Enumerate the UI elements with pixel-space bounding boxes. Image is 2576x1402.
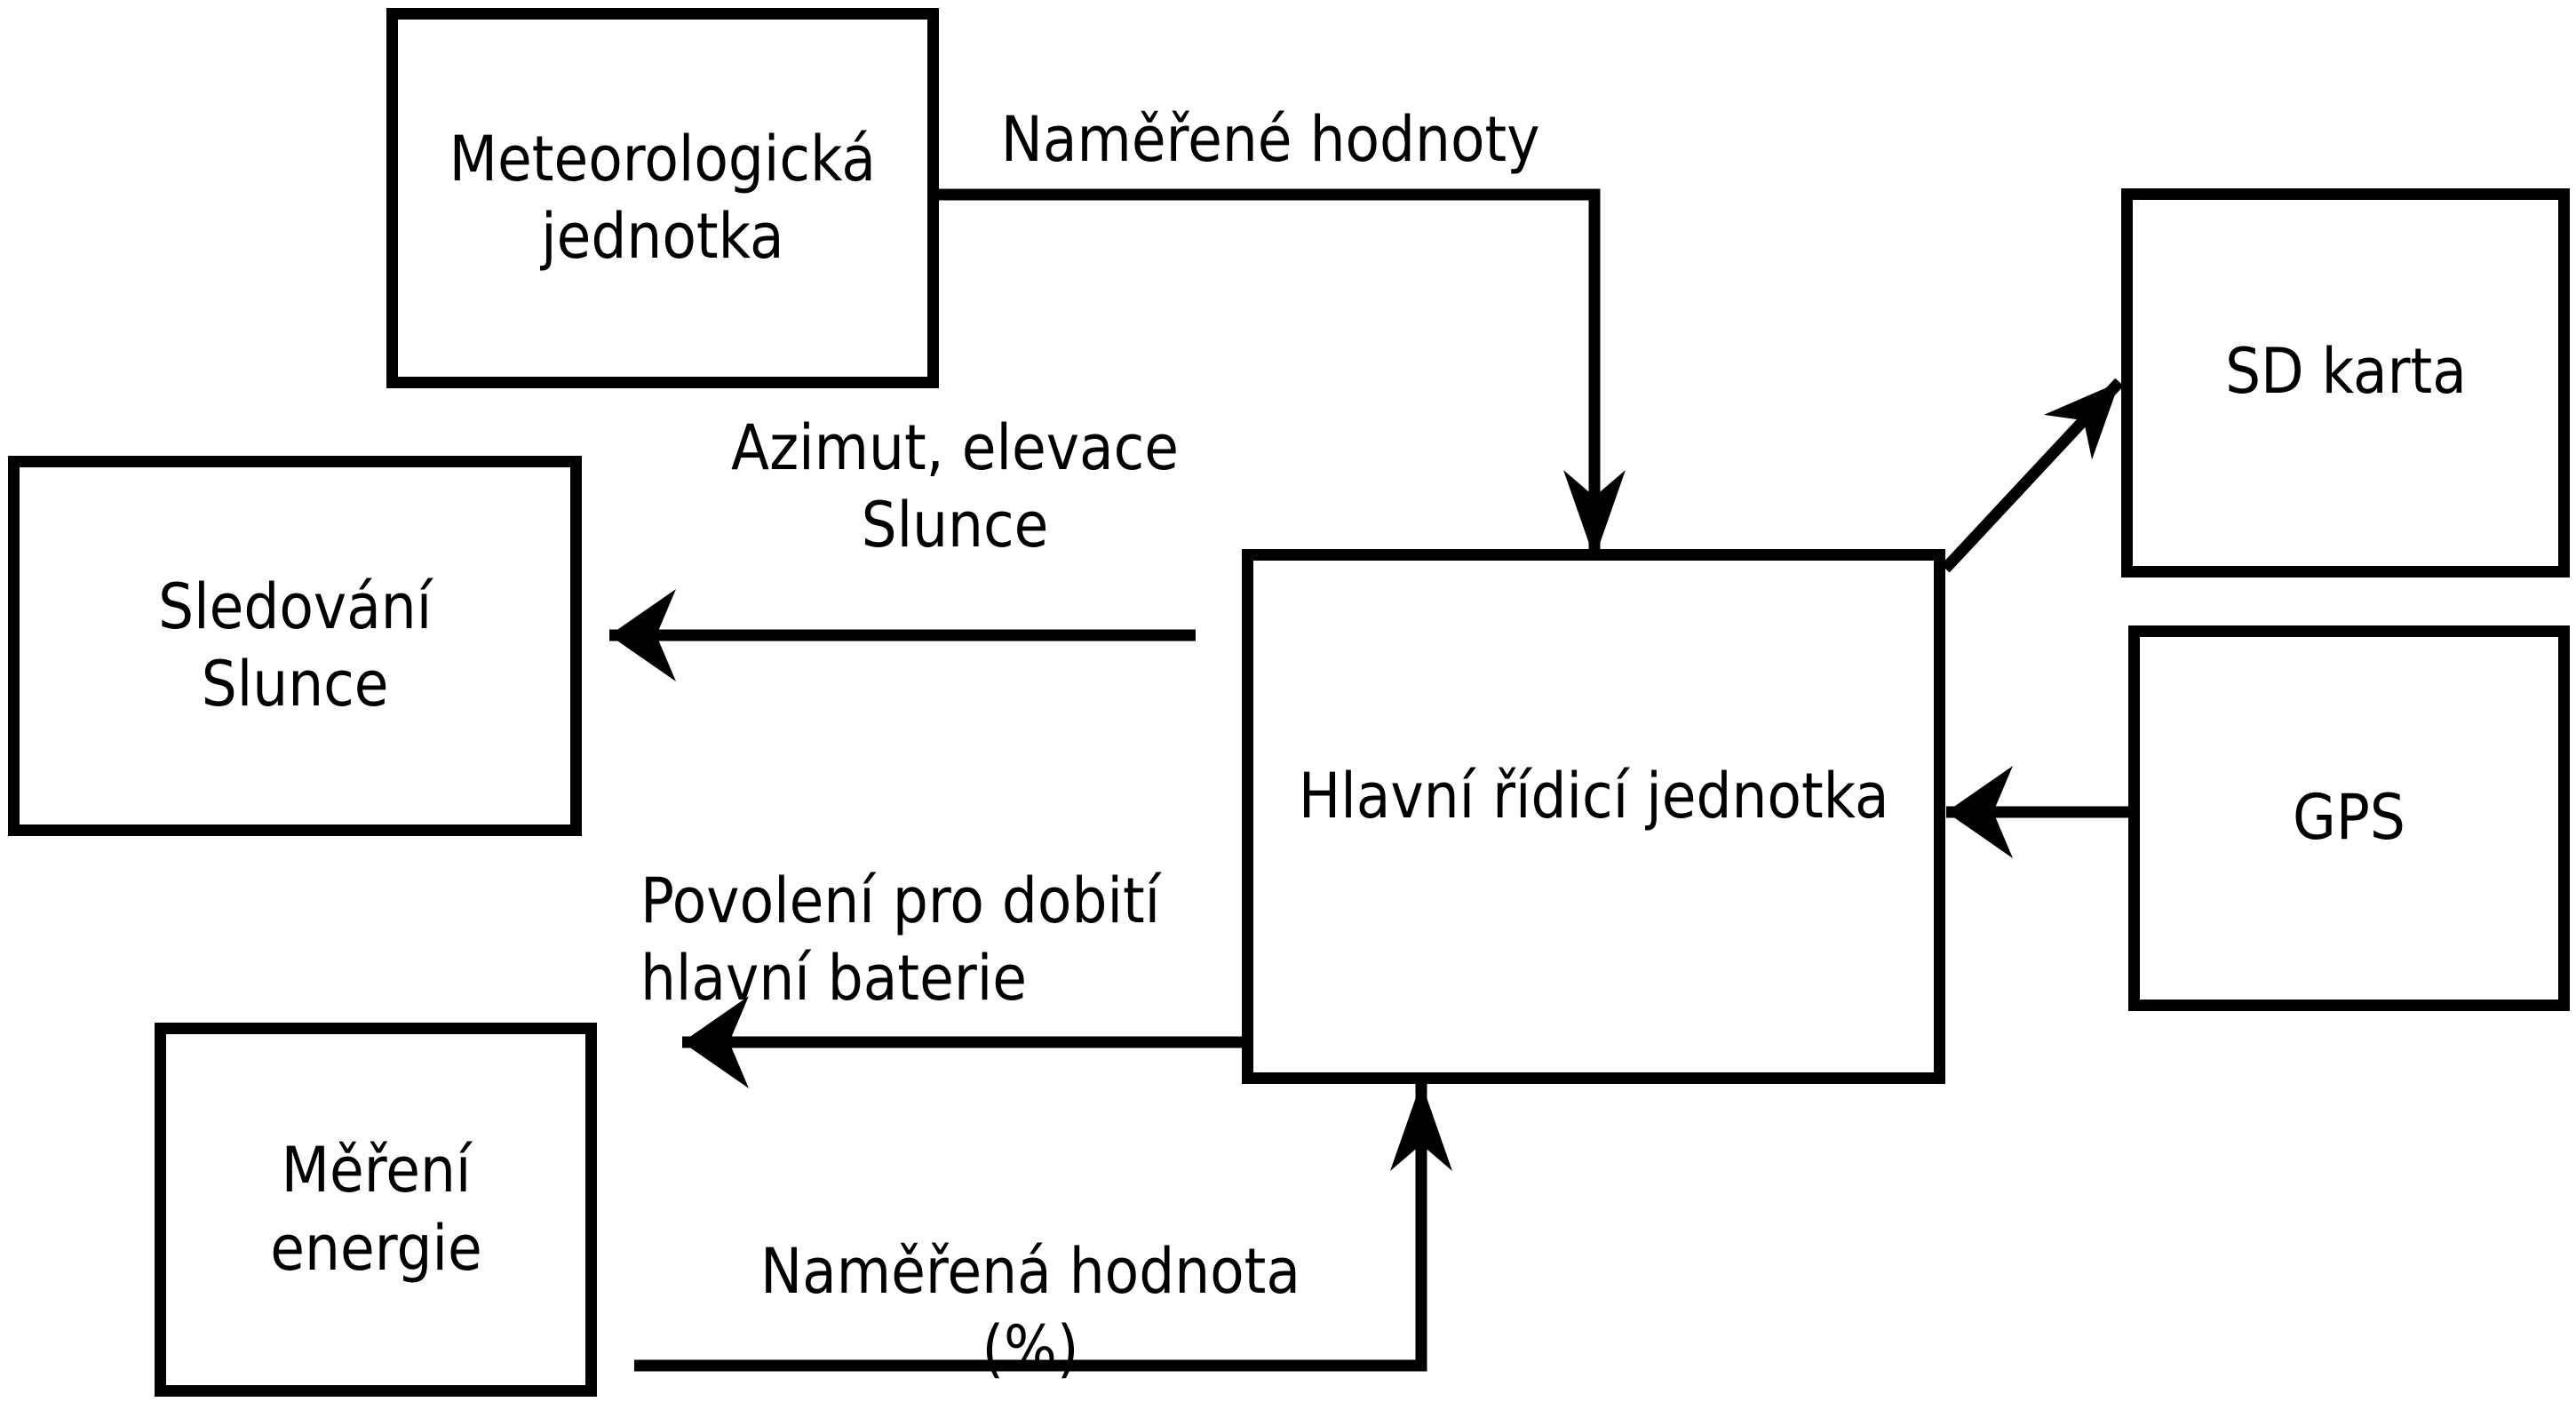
node-energy-measurement: Měření energie — [155, 1023, 597, 1397]
node-main-control-unit-label: Hlavní řídicí jednotka — [1298, 760, 1889, 833]
node-gps-label: GPS — [2293, 781, 2405, 855]
edge-label-charge-permission-text: Povolení pro dobití hlavní baterie — [640, 864, 1161, 1016]
edge-label-measured-value-pct-text: Naměřená hodnota (%) — [760, 1234, 1300, 1386]
edge-main-to-sd-card — [1941, 378, 2124, 573]
edge-label-azimuth-elevation-text: Azimut, elevace Slunce — [730, 410, 1180, 562]
node-sun-tracking: Sledování Slunce — [8, 456, 582, 836]
edge-label-charge-permission: Povolení pro dobití hlavní baterie — [640, 860, 1262, 1020]
node-main-control-unit: Hlavní řídicí jednotka — [1242, 549, 1945, 1084]
edge-label-azimuth-elevation: Azimut, elevace Slunce — [613, 411, 1297, 562]
node-sun-tracking-label: Sledování Slunce — [157, 570, 433, 721]
edge-energy-to-main — [634, 1082, 1452, 1372]
edge-label-measured-values-text: Naměřené hodnoty — [1000, 103, 1540, 177]
node-sd-card-label: SD karta — [2224, 335, 2467, 409]
edge-label-measured-value-pct: Naměřená hodnota (%) — [684, 1235, 1377, 1386]
node-sd-card: SD karta — [2121, 188, 2570, 578]
node-energy-measurement-label: Měření energie — [269, 1134, 482, 1285]
node-meteorological-unit: Meteorologická jednotka — [386, 8, 939, 388]
edge-label-measured-values: Naměřené hodnoty — [968, 96, 1572, 185]
node-meteorological-unit-label: Meteorologická jednotka — [449, 122, 877, 274]
edge-meteo-to-main — [934, 188, 1626, 559]
node-gps: GPS — [2128, 625, 2570, 1011]
